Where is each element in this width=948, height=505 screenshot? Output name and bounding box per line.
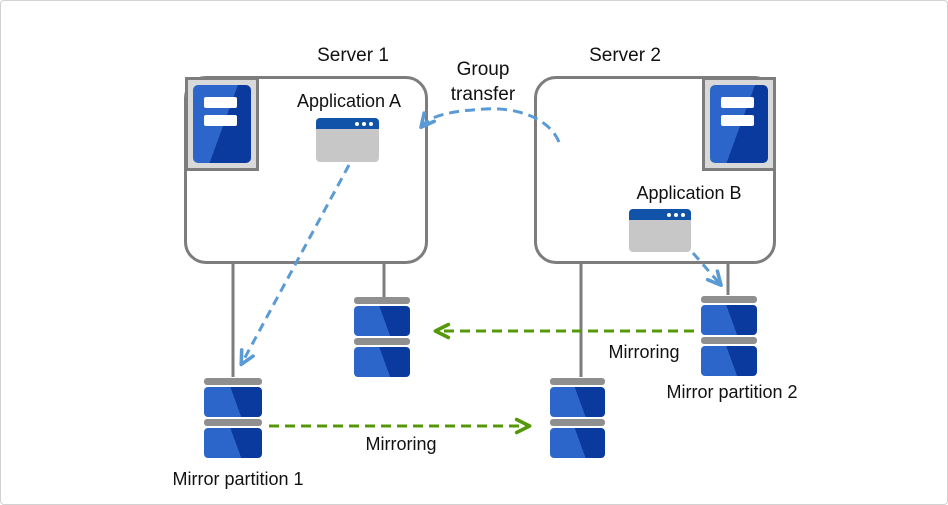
server-tower-body	[710, 85, 768, 163]
window-dot-icon	[674, 212, 678, 217]
disk-cap	[701, 296, 757, 303]
server2-title: Server 2	[589, 45, 661, 66]
server-slot-bar	[721, 97, 754, 108]
disk-platter	[701, 305, 757, 335]
disk-stack-icon	[354, 297, 410, 377]
window-dot-icon	[681, 212, 685, 217]
server-tower-icon	[702, 77, 776, 171]
server-tower-icon	[185, 77, 259, 171]
disk-cap	[204, 378, 262, 385]
mirror-partition-1-label: Mirror partition 1	[172, 469, 304, 489]
disk-platter	[701, 346, 757, 376]
mirror-partition-1-icon	[204, 378, 262, 458]
disk-stack-icon	[550, 378, 605, 458]
disk-cap	[701, 337, 757, 344]
window-dot-icon	[355, 121, 359, 126]
disk-platter	[204, 387, 262, 417]
application-window-icon	[316, 118, 379, 162]
disk-platter	[354, 306, 410, 336]
mirror-partition-2-icon	[701, 296, 757, 376]
window-dot-icon	[667, 212, 671, 217]
server-tower-body	[193, 85, 251, 163]
application-a-label: Application A	[296, 91, 402, 111]
application-window-icon	[629, 209, 691, 252]
window-dot-icon	[369, 121, 373, 126]
server-slot-bar	[204, 115, 237, 126]
group-transfer-label: Group transfer	[450, 59, 516, 105]
window-titlebar	[316, 118, 379, 129]
disk-platter	[204, 428, 262, 458]
disk-cap	[354, 297, 410, 304]
window-titlebar	[629, 209, 691, 220]
mirroring-bottom-label: Mirroring	[365, 434, 437, 454]
server-slot-bar	[721, 115, 754, 126]
mirror-partition-2-label: Mirror partition 2	[666, 382, 798, 402]
application-b-label: Application B	[636, 183, 742, 203]
disk-cap	[204, 419, 262, 426]
disk-platter	[550, 428, 605, 458]
disk-platter	[550, 387, 605, 417]
disk-platter	[354, 347, 410, 377]
server1-title: Server 1	[317, 45, 389, 66]
disk-cap	[354, 338, 410, 345]
disk-cap	[550, 378, 605, 385]
mirroring-top-label: Mirroring	[608, 342, 680, 362]
window-dot-icon	[362, 121, 366, 126]
disk-cap	[550, 419, 605, 426]
server-slot-bar	[204, 97, 237, 108]
